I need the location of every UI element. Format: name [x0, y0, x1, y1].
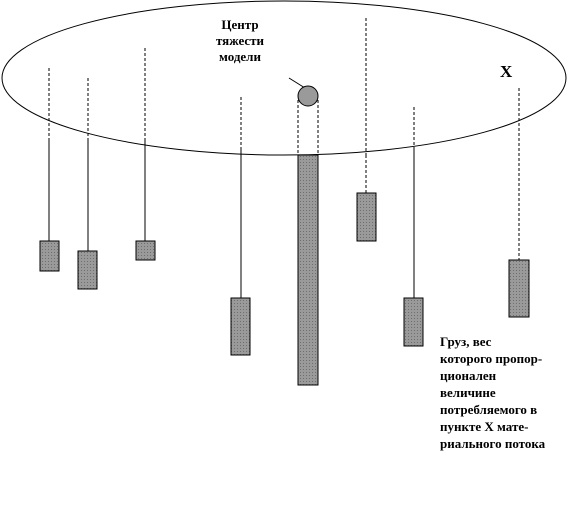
weight-7	[508, 259, 530, 318]
weight-label-line-1: Груз, вес	[440, 334, 492, 349]
center-of-gravity-ball	[297, 85, 319, 107]
weight-description-label: Груз, вес которого пропор- ционален вели…	[440, 333, 576, 452]
point-x-label: X	[500, 62, 513, 81]
center-label-line-3: модели	[219, 49, 261, 64]
center-label-line-2: тяжести	[215, 33, 265, 48]
weight-label-line-5: потребляемого в	[440, 402, 538, 417]
weight-4	[230, 297, 251, 356]
weight-label-line-3: ционален	[440, 368, 497, 383]
center-label-line-1: Центр	[221, 17, 259, 32]
weight-center-column	[297, 154, 319, 386]
weight-label-line-7: риального потока	[440, 436, 546, 451]
weight-label-line-2: которого пропор-	[440, 351, 543, 366]
weight-1	[39, 240, 60, 272]
weight-label-line-4: величине	[440, 385, 496, 400]
center-of-gravity-label: Центр тяжести модели	[205, 17, 275, 65]
weight-6	[403, 297, 424, 347]
weight-label-line-6: пункте X мате-	[440, 419, 529, 434]
pointer-line	[288, 77, 306, 89]
weight-3	[135, 240, 156, 261]
model-plane-ellipse	[1, 0, 567, 156]
weight-5	[356, 192, 377, 242]
weight-2	[77, 250, 98, 290]
